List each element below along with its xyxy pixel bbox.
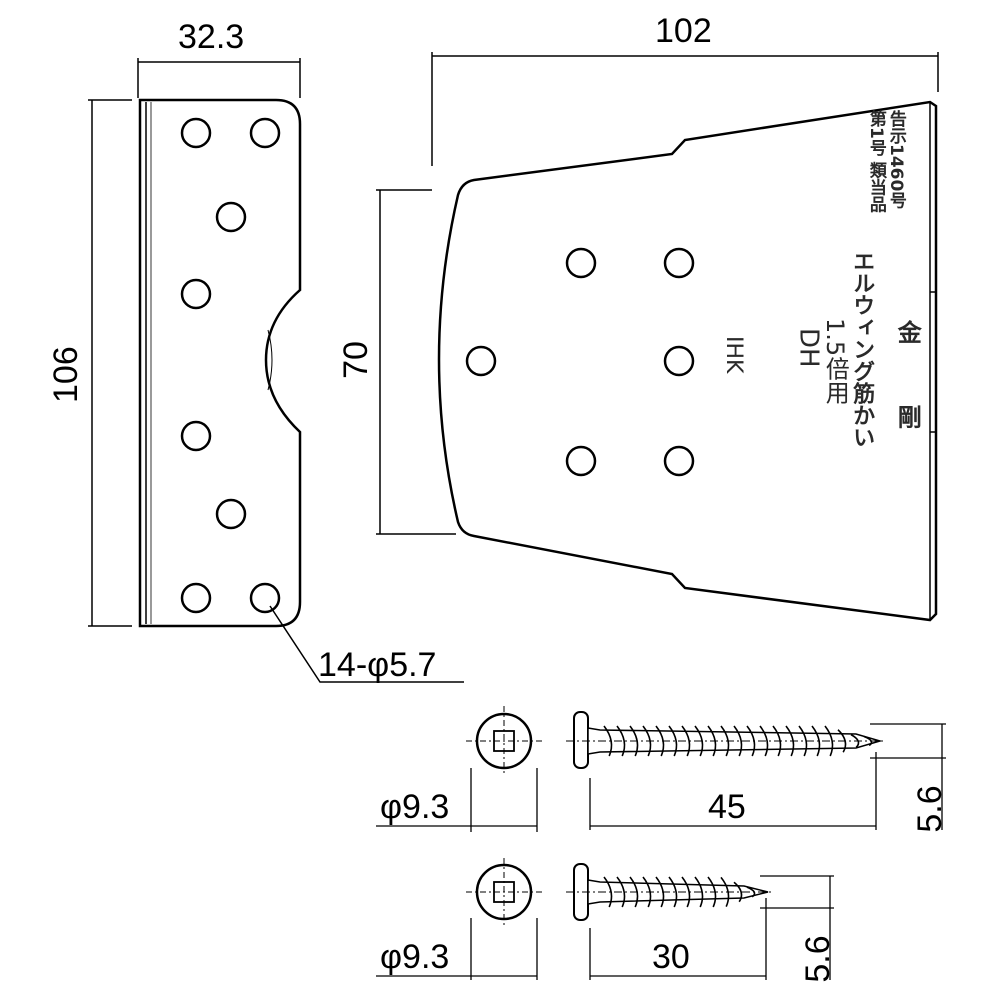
thread-ridge (733, 725, 743, 757)
hole (180, 420, 212, 452)
hole (215, 201, 247, 233)
thread-ridge (811, 725, 821, 757)
screw-1-length-label: 45 (708, 788, 746, 826)
hole (249, 117, 281, 149)
plate-text-rating: 1.5倍用 (821, 318, 850, 405)
hole (565, 445, 597, 477)
thread-ridge (603, 876, 613, 908)
hole (215, 498, 247, 530)
leader-line (269, 605, 464, 683)
screw-2 (376, 858, 834, 980)
left-plate (138, 98, 302, 628)
screw-1-dia-label: 5.6 (911, 785, 949, 833)
plate2-width-label: 102 (655, 12, 712, 50)
plate-text-model: DH (793, 328, 824, 368)
plate-text-brand: 金 剛 (893, 320, 922, 455)
thread-ridge (616, 876, 626, 908)
thread-ridge (668, 876, 678, 908)
plate-text-category: 第1号 類当品 (865, 110, 886, 213)
hole (663, 345, 695, 377)
thread-ridge (824, 725, 834, 757)
screw-2-length-label: 30 (652, 938, 690, 976)
thread-ridge (694, 725, 704, 757)
notch-shading (267, 329, 273, 391)
thread-ridge (694, 876, 704, 908)
hole-spec-label: 14-φ5.7 (318, 646, 437, 684)
plate-text-notice: 告示1460号 (885, 110, 906, 209)
thread-ridge (759, 725, 769, 757)
left-plate-holes (180, 117, 281, 614)
hole (663, 445, 695, 477)
screw-1-head (573, 711, 589, 769)
plate-text-product: エルウィング筋かい (849, 250, 875, 448)
hole (249, 582, 281, 614)
screw-1-head-dia-label: φ9.3 (380, 788, 450, 826)
screw-2-head-dia-label: φ9.3 (380, 938, 450, 976)
hole (180, 278, 212, 310)
hole (663, 247, 695, 279)
thread-ridge (668, 725, 678, 757)
hole (565, 247, 597, 279)
thread-ridge (603, 725, 613, 757)
plate2-height-label: 70 (337, 341, 375, 379)
plate-height-label: 106 (47, 346, 85, 403)
plate-width-label: 32.3 (178, 18, 245, 56)
right-plate-holes (465, 247, 695, 477)
hole (465, 345, 497, 377)
screw-1 (376, 706, 946, 832)
plate-mark-logo: IHK (721, 336, 747, 374)
screw-2-dia-label: 5.6 (799, 935, 837, 983)
thread-ridge (616, 725, 626, 757)
thread-ridge (733, 881, 743, 903)
hole (180, 582, 212, 614)
hole (180, 117, 212, 149)
